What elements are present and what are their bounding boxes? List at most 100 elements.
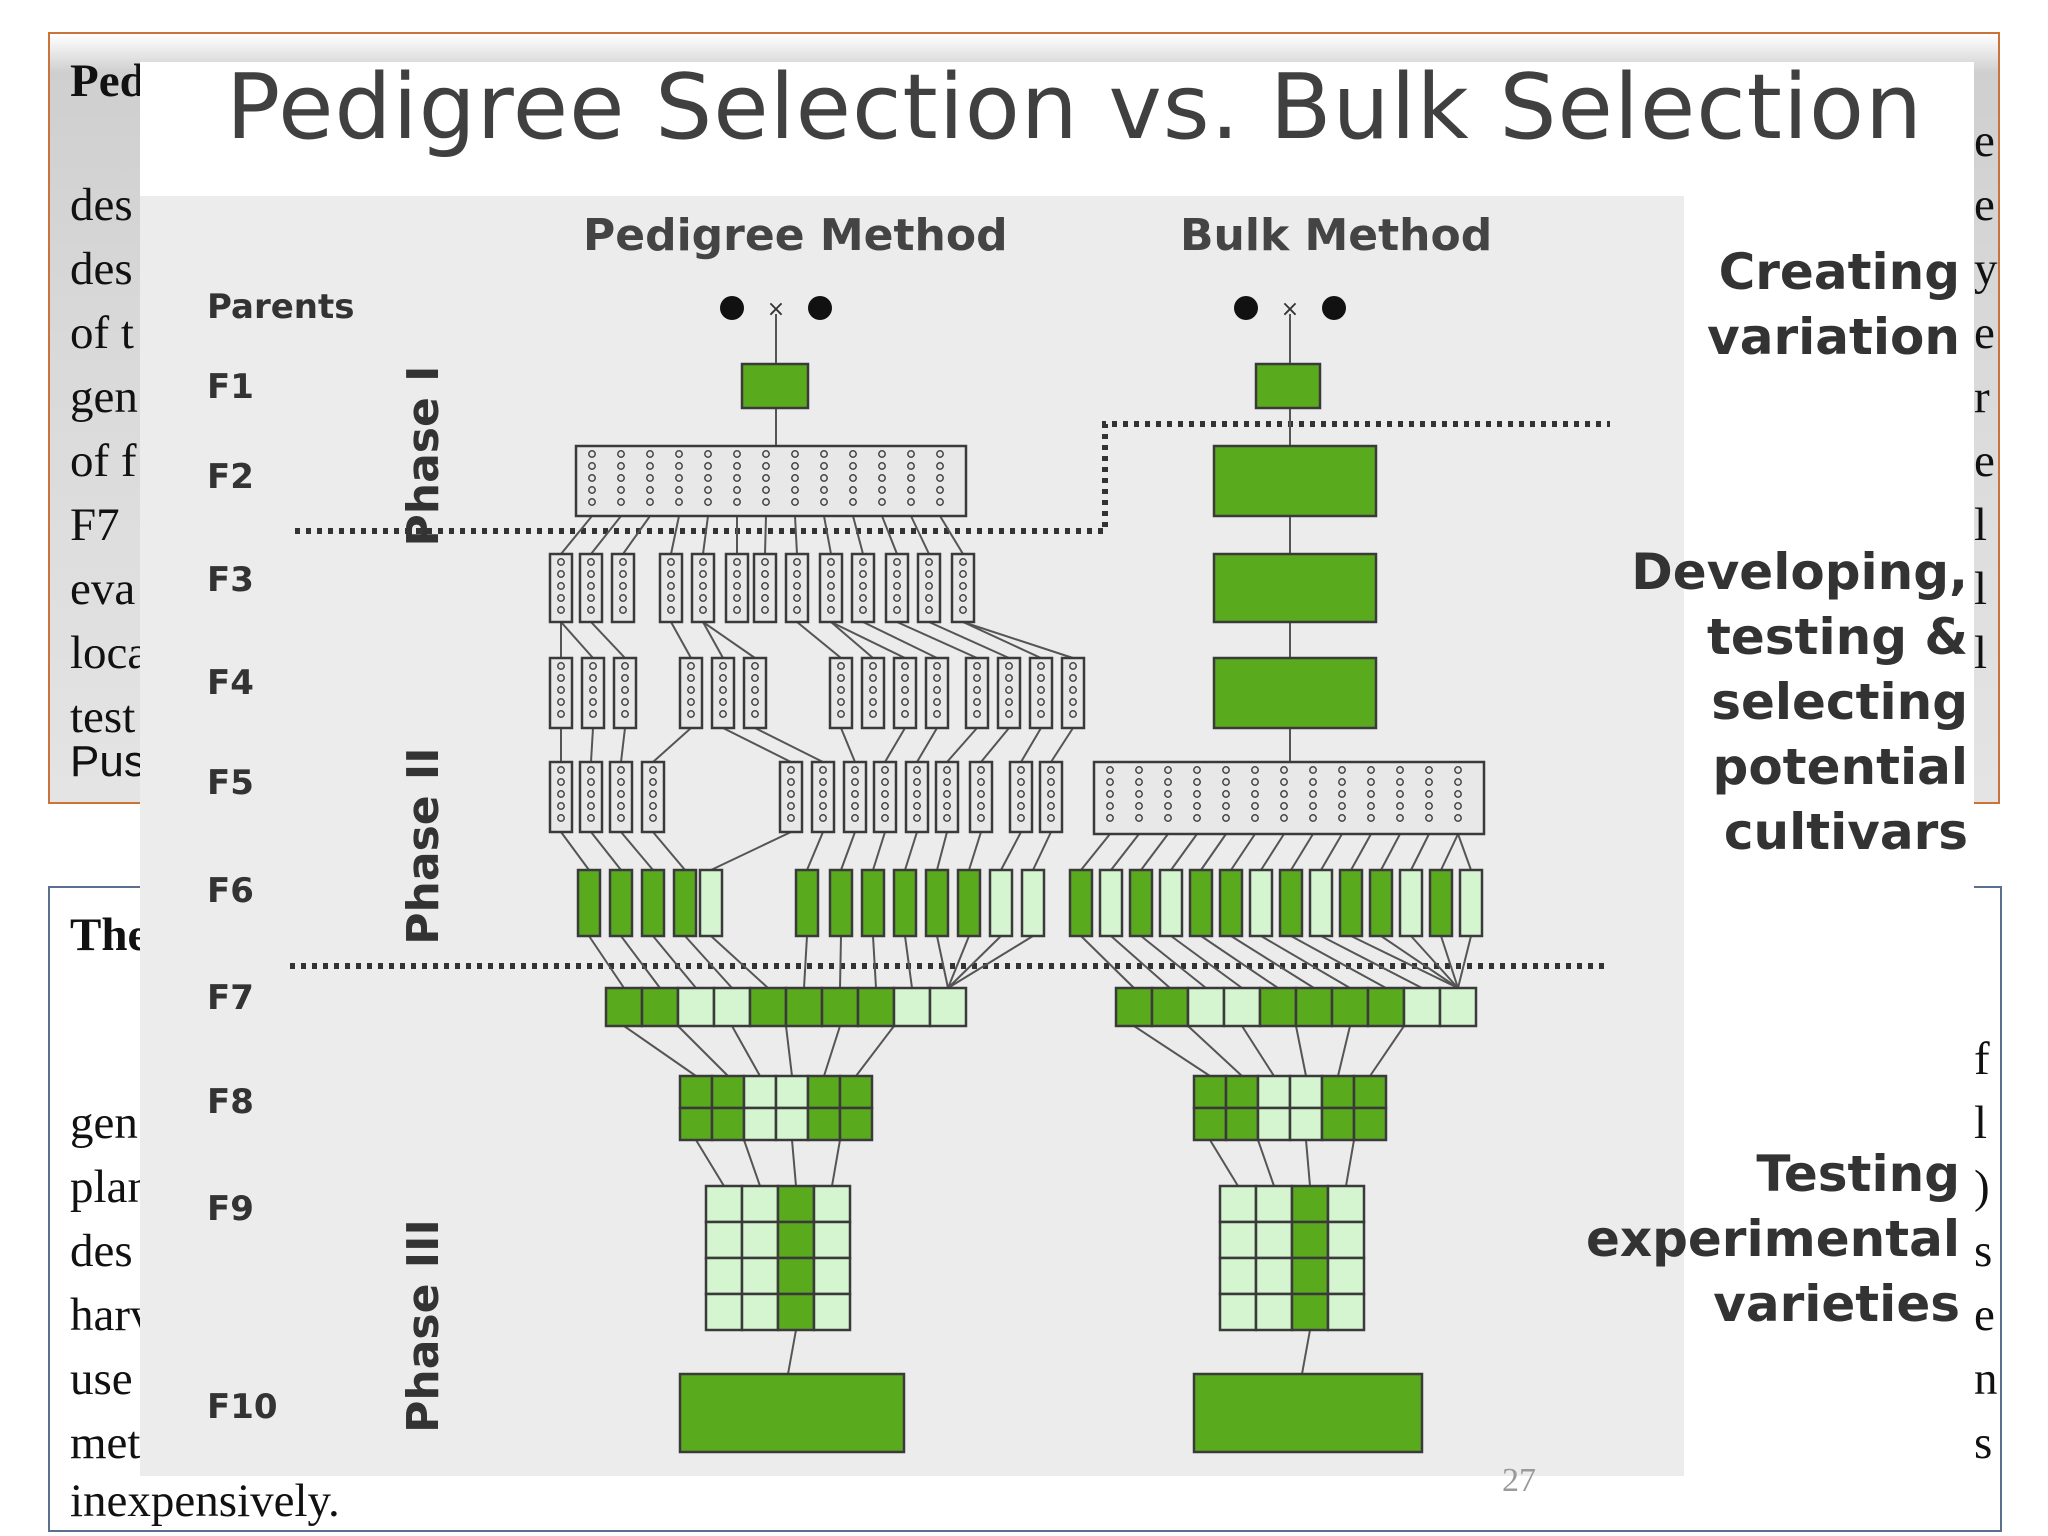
plant-dot — [943, 778, 951, 786]
connector-line — [1133, 1025, 1211, 1077]
plant-dot — [973, 698, 981, 706]
bulk-f6-box — [1308, 868, 1334, 938]
connector-line — [743, 1139, 761, 1187]
bulk-f8-cell — [1224, 1106, 1260, 1142]
pedigree-f9-cell — [812, 1256, 852, 1296]
connector-line — [1110, 935, 1171, 989]
plant-dot — [925, 606, 933, 614]
plant-dot — [1425, 814, 1433, 822]
connector-line — [1290, 833, 1314, 871]
plant-dot — [973, 662, 981, 670]
plant-dot — [751, 674, 759, 682]
generation-label-f7: F7 — [207, 978, 254, 1018]
connector-line — [1350, 935, 1459, 989]
plant-dot — [587, 594, 595, 602]
connector-line — [1080, 935, 1135, 989]
plant-dot — [1135, 814, 1143, 822]
plant-dot — [959, 582, 967, 590]
plant-dot — [687, 662, 695, 670]
plant-dot — [851, 766, 859, 774]
plant-dot — [907, 462, 915, 470]
plant-dot — [1222, 766, 1230, 774]
plant-dot — [878, 498, 886, 506]
plant-dot — [1164, 814, 1172, 822]
connector-line — [1457, 935, 1472, 989]
plant-dot — [849, 498, 857, 506]
plant-dot — [1367, 778, 1375, 786]
pedigree-f7-cell — [928, 986, 968, 1028]
plant-dot — [617, 814, 625, 822]
pedigree-f9-cell — [776, 1292, 816, 1332]
parent-dot — [720, 296, 744, 320]
plant-dot — [907, 498, 915, 506]
plant-dot — [959, 606, 967, 614]
plant-dot — [849, 486, 857, 494]
plant-dot — [893, 606, 901, 614]
plant-dot — [649, 802, 657, 810]
plant-dot — [1338, 778, 1346, 786]
bg-line: gen — [70, 1097, 138, 1149]
plant-dot — [1367, 790, 1375, 798]
connector-line — [695, 1139, 725, 1187]
bulk-f9-cell — [1254, 1292, 1294, 1332]
plant-dot — [557, 558, 565, 566]
plant-dot — [793, 570, 801, 578]
plant-dot — [675, 450, 683, 458]
plant-dot — [936, 474, 944, 482]
plant-dot — [878, 486, 886, 494]
connector-line — [823, 515, 832, 555]
connector-line — [670, 515, 680, 555]
bulk-f7-cell — [1150, 986, 1190, 1028]
connector-line — [590, 831, 622, 871]
plant-dot — [837, 674, 845, 682]
plant-dot — [869, 662, 877, 670]
plant-dot — [649, 814, 657, 822]
plant-dot — [1309, 778, 1317, 786]
plant-dot — [587, 802, 595, 810]
bulk-f6-box — [1188, 868, 1214, 938]
stage-label-creating-variation: Creating variation — [1707, 240, 1960, 370]
pedigree-f8-cell — [806, 1074, 842, 1110]
plant-dot — [849, 450, 857, 458]
connector-line — [1032, 831, 1052, 871]
plant-dot — [557, 582, 565, 590]
pedigree-f3-box — [884, 552, 910, 624]
generation-label-f5: F5 — [207, 763, 254, 803]
bulk-f9-cell — [1290, 1292, 1330, 1332]
stage-label-line: cultivars — [1723, 803, 1968, 861]
connector-line — [872, 935, 877, 989]
connector-line — [590, 515, 622, 555]
plant-dot — [1005, 710, 1013, 718]
plant-dot — [667, 594, 675, 602]
plant-dot — [1222, 814, 1230, 822]
plant-dot — [933, 698, 941, 706]
connector-line — [620, 935, 661, 989]
connector-line — [1320, 935, 1423, 989]
connector-line — [796, 621, 842, 659]
connector-line — [1305, 1139, 1311, 1187]
bg-line: test — [70, 691, 136, 743]
pedigree-f7-cell — [856, 986, 896, 1028]
plant-dot — [793, 594, 801, 602]
connector-line — [560, 831, 590, 871]
plant-dot — [977, 778, 985, 786]
plant-dot — [588, 474, 596, 482]
plant-dot — [1017, 766, 1025, 774]
connector-line — [1140, 935, 1207, 989]
plant-dot — [973, 674, 981, 682]
bulk-f9-cell — [1290, 1256, 1330, 1296]
plant-dot — [587, 778, 595, 786]
plant-dot — [621, 662, 629, 670]
plant-dot — [557, 606, 565, 614]
plant-dot — [762, 474, 770, 482]
stage-label-line: Testing — [1756, 1145, 1960, 1203]
plant-dot — [589, 686, 597, 694]
plant-dot — [820, 474, 828, 482]
connector-line — [710, 831, 792, 871]
bulk-f6-box — [1158, 868, 1184, 938]
pedigree-f9-cell — [704, 1256, 744, 1296]
plant-dot — [893, 570, 901, 578]
stage-label-line: potential — [1712, 738, 1968, 796]
connector-line — [831, 1139, 841, 1187]
